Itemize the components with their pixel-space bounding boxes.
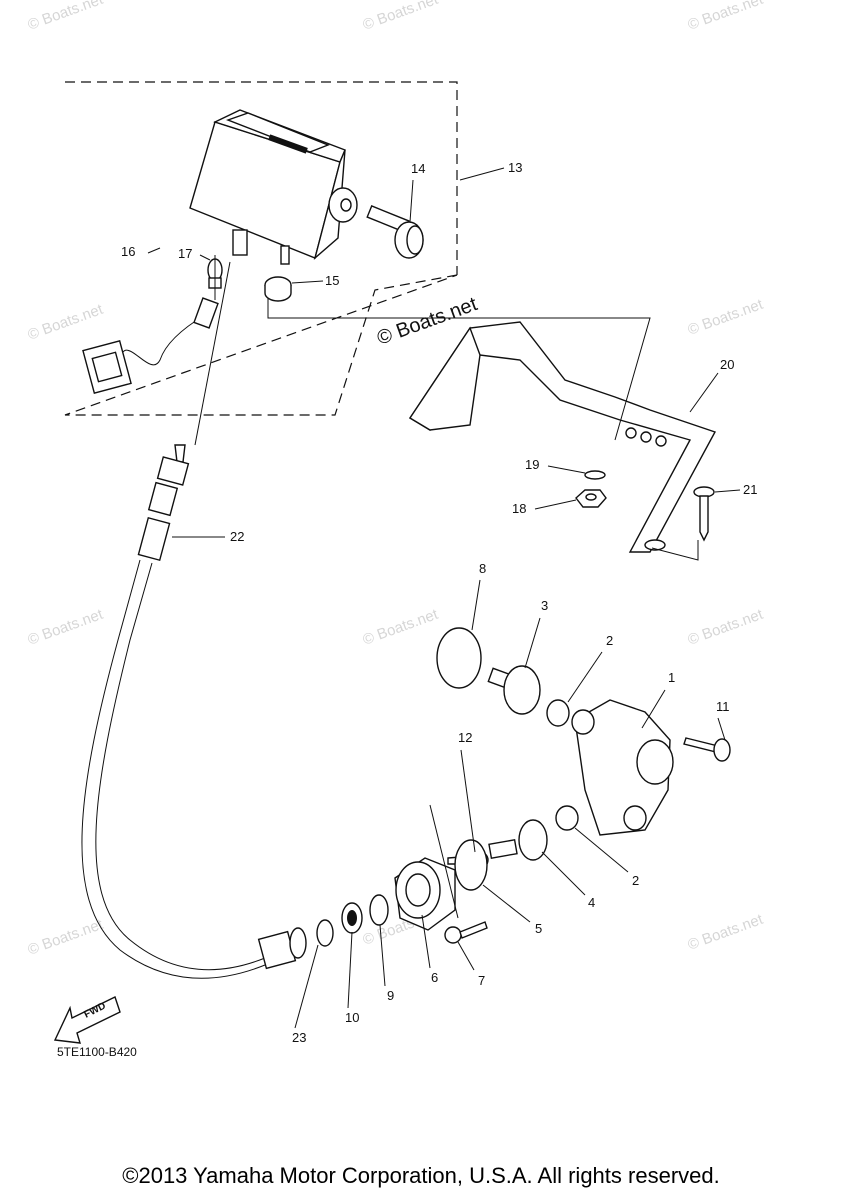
callout-leader <box>689 372 719 413</box>
callout-leader <box>547 465 586 474</box>
callout-leader <box>147 247 161 254</box>
callout-leader <box>291 280 324 284</box>
callout-leader <box>457 941 475 971</box>
cable-end-fitting <box>257 927 307 970</box>
callout-leader <box>574 827 629 873</box>
callout-leader <box>567 651 603 703</box>
rivet <box>693 486 715 542</box>
callout-label-17: 17 <box>178 246 192 261</box>
watermark: © Boats.net <box>26 0 106 34</box>
callout-leader <box>717 717 726 741</box>
callout-leader <box>460 749 476 853</box>
watermark: © Boats.net <box>686 606 766 649</box>
drive-gear <box>487 665 541 715</box>
callout-label-20: 20 <box>720 357 734 372</box>
callout-leader <box>482 884 531 923</box>
callout-label-9: 9 <box>387 988 394 1003</box>
callout-label-5: 5 <box>535 921 542 936</box>
grommet-body <box>264 285 292 302</box>
bearing <box>341 902 363 934</box>
watermark: © Boats.net <box>26 301 106 344</box>
callout-label-16: 16 <box>121 244 135 259</box>
watermark: © Boats.net <box>686 911 766 954</box>
callout-label-3: 3 <box>541 598 548 613</box>
callout-label-1: 1 <box>668 670 675 685</box>
watermark: © Boats.net <box>361 606 441 649</box>
watermark: © Boats.net <box>686 296 766 339</box>
callout-leader <box>714 489 741 493</box>
speedometer-cable <box>81 444 266 979</box>
callout-leader <box>524 617 541 669</box>
callout-label-23: 23 <box>292 1030 306 1045</box>
fwd-arrow: FWD <box>53 996 121 1044</box>
screw <box>444 921 488 944</box>
callout-label-14: 14 <box>411 161 425 176</box>
callout-leader <box>379 924 386 987</box>
callout-label-15: 15 <box>325 273 339 288</box>
watermarks: © Boats.net © Boats.net © Boats.net © Bo… <box>26 0 766 959</box>
meter-group-dashed-box <box>64 81 458 416</box>
callout-label-11: 11 <box>716 699 730 714</box>
trip-knob <box>366 205 424 259</box>
callout-leader <box>471 579 481 631</box>
bushing-upper <box>546 699 570 727</box>
callout-label-18: 18 <box>512 501 526 516</box>
bushing-lower <box>555 805 579 831</box>
callout-label-8: 8 <box>479 561 486 576</box>
callout-label-6: 6 <box>431 970 438 985</box>
callout-label-10: 10 <box>345 1010 359 1025</box>
callout-label-22: 22 <box>230 529 244 544</box>
callout-label-4: 4 <box>588 895 595 910</box>
leader-lines <box>194 255 699 919</box>
callout-leader <box>294 944 319 1029</box>
gear-housing <box>571 699 674 836</box>
nut <box>575 489 607 508</box>
callout-label-2: 2 <box>606 633 613 648</box>
callout-leader <box>409 179 414 223</box>
speedometer-unit <box>189 109 358 265</box>
callout-leader <box>541 851 586 896</box>
o-ring-large <box>436 627 482 689</box>
callout-label-12: 12 <box>458 730 472 745</box>
callout-leader <box>641 689 666 729</box>
watermark: © Boats.net <box>686 0 766 34</box>
washer <box>584 470 606 480</box>
callout-leader <box>347 931 353 1009</box>
bracket <box>409 321 717 553</box>
callout-leader <box>199 254 211 261</box>
o-ring-small <box>316 919 334 947</box>
copyright-footer: ©2013 Yamaha Motor Corporation, U.S.A. A… <box>122 1163 720 1188</box>
callout-label-7: 7 <box>478 973 485 988</box>
watermark: © Boats.net <box>26 916 106 959</box>
callout-leader <box>421 914 431 969</box>
callout-label-19: 19 <box>525 457 539 472</box>
watermark: © Boats.net <box>361 0 441 34</box>
drive-housing <box>394 857 456 931</box>
callout-leader <box>459 167 505 181</box>
thrust-washer <box>369 894 389 926</box>
driven-gear <box>488 819 548 861</box>
watermark: © Boats.net <box>26 606 106 649</box>
drawing-code: 5TE1100-B420 <box>57 1045 137 1059</box>
callout-leader <box>534 499 577 510</box>
callout-label-2: 2 <box>632 873 639 888</box>
o-ring-medium <box>454 839 488 891</box>
wire-harness <box>82 297 219 395</box>
callout-label-21: 21 <box>743 482 757 497</box>
bolt <box>683 737 731 762</box>
callout-label-13: 13 <box>508 160 522 175</box>
